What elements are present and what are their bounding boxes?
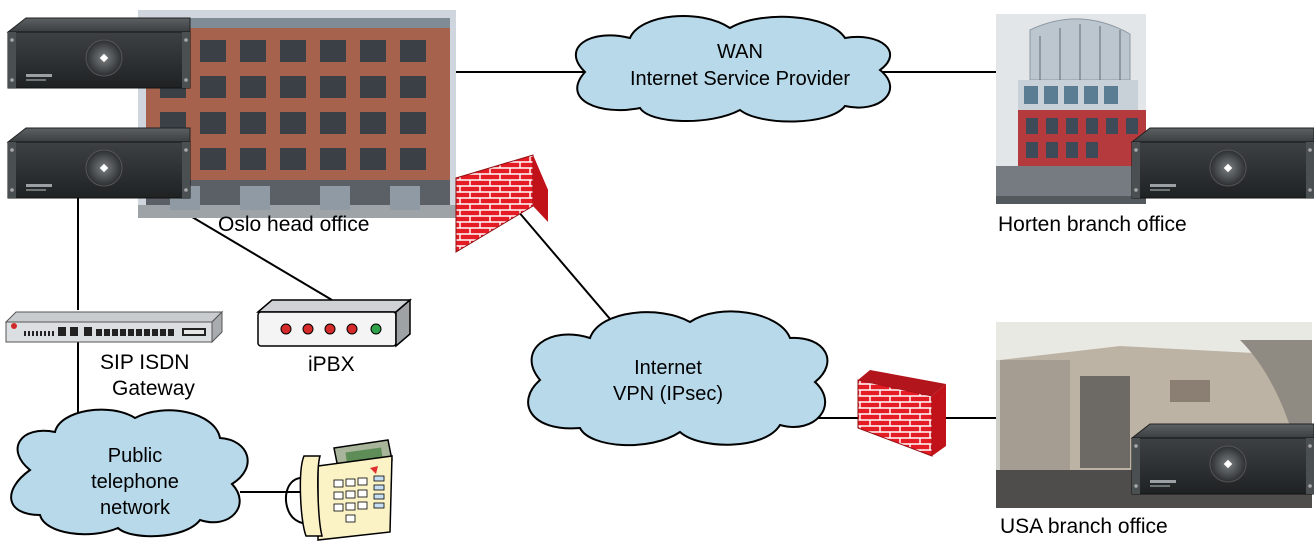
gateway-label-line1: SIP ISDN (100, 351, 190, 374)
wan-cloud-line2: Internet Service Provider (630, 68, 850, 90)
horten-building-photo (996, 14, 1146, 204)
oslo-head-office-label: Oslo head office (218, 213, 370, 236)
pstn-cloud-line2: telephone (91, 471, 179, 493)
wan-cloud: WAN Internet Service Provider (574, 14, 892, 123)
pstn-cloud-line1: Public (108, 445, 162, 467)
firewall-icon-oslo (455, 154, 548, 253)
vpn-cloud-line1: Internet (634, 357, 702, 379)
vpn-cloud-line2: VPN (IPsec) (613, 383, 723, 405)
firewall-icon-usa (857, 370, 946, 457)
oslo-server-bottom-icon (7, 127, 191, 199)
vpn-cloud: Internet VPN (IPsec) (527, 310, 829, 447)
ipbx-label: iPBX (308, 353, 355, 376)
desk-phone-icon (284, 439, 393, 541)
usa-branch-office-label: USA branch office (1000, 515, 1168, 538)
pstn-cloud: Public telephone network (10, 408, 249, 538)
wan-cloud-line1: WAN (717, 41, 763, 63)
oslo-server-top-icon (7, 17, 191, 89)
horten-branch-office-label: Horten branch office (998, 213, 1187, 236)
horten-server-icon (1131, 127, 1314, 199)
oslo-building-photo (138, 10, 456, 218)
ipbx-icon (255, 298, 413, 348)
pstn-cloud-line3: network (100, 497, 171, 519)
gateway-label-line2: Gateway (112, 377, 195, 400)
gateway-icon (4, 310, 224, 344)
usa-server-icon (1131, 423, 1314, 495)
